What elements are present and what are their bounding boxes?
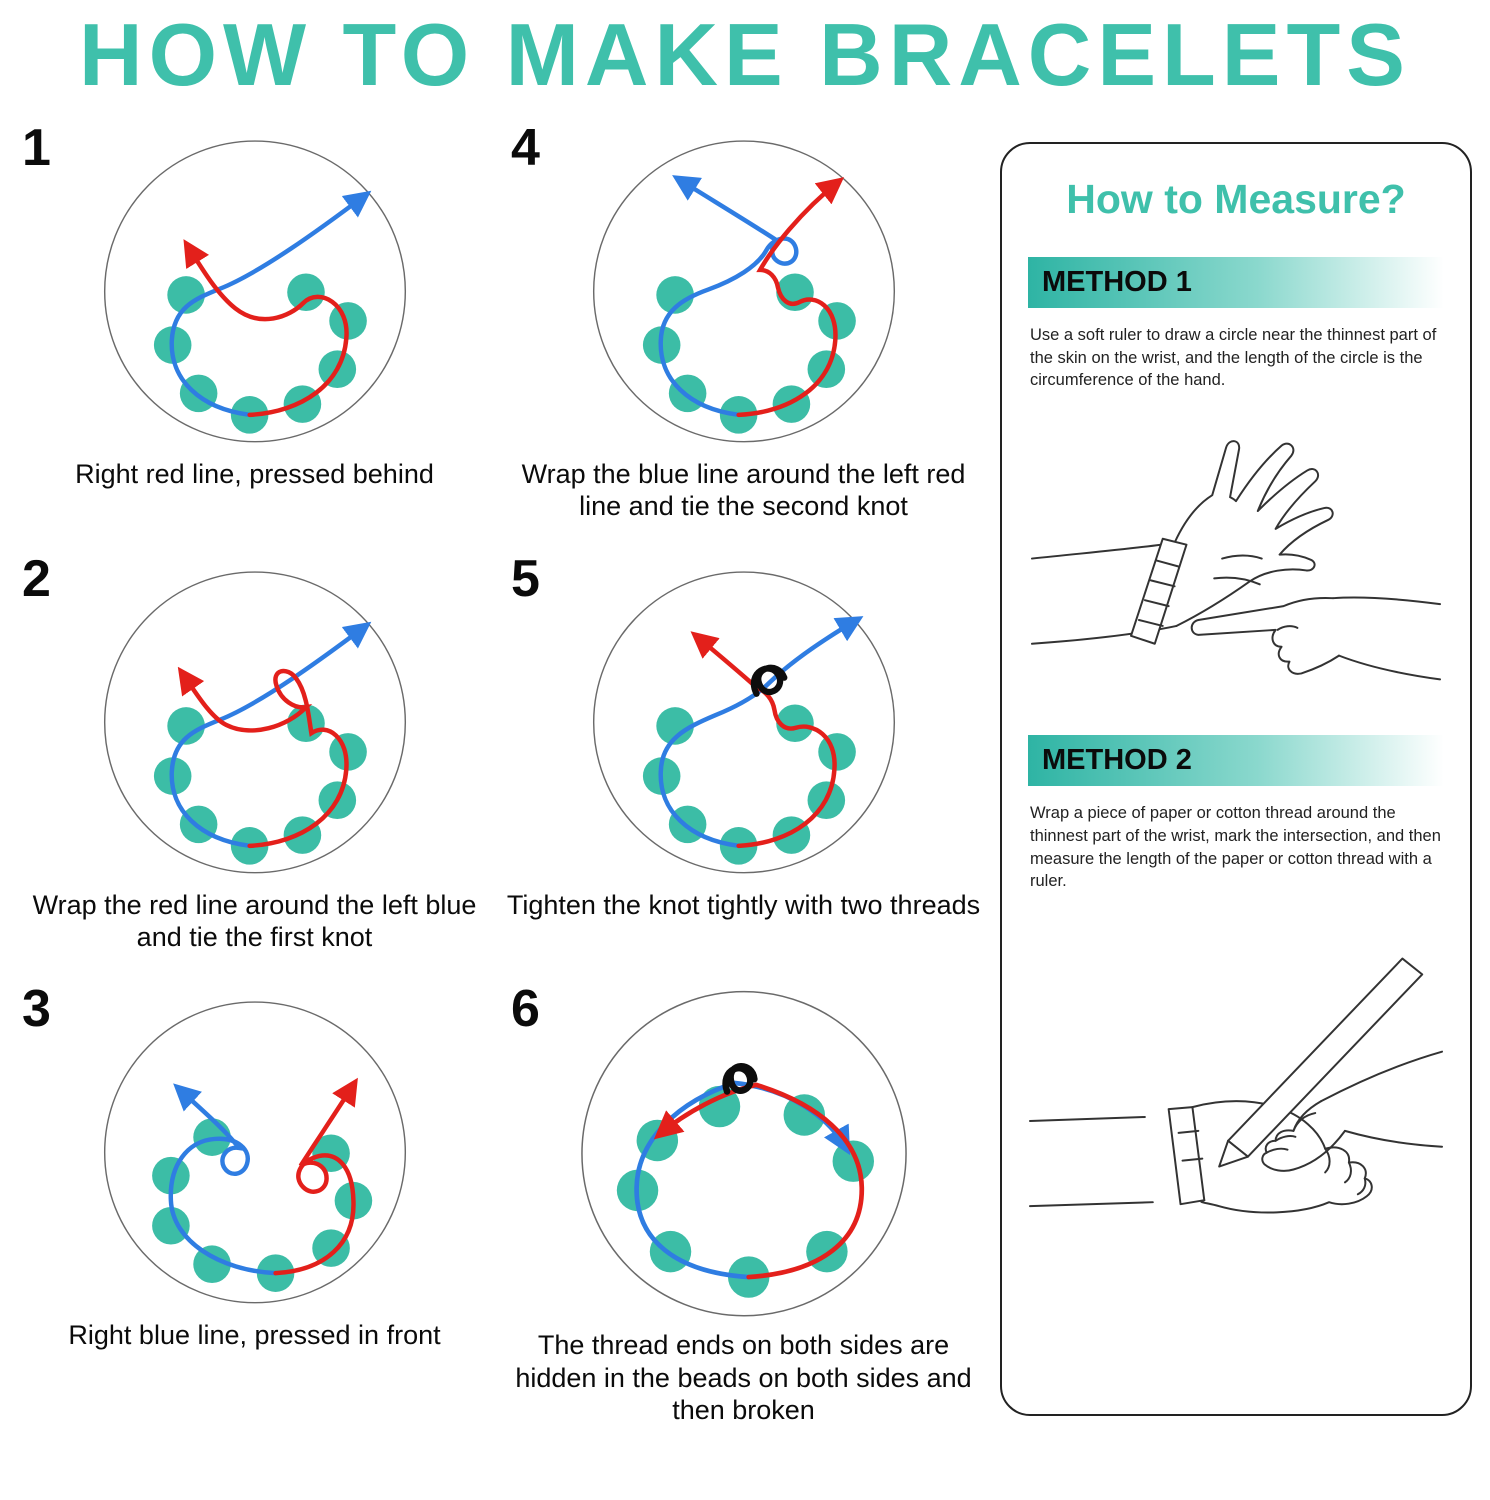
left-arm-lower xyxy=(1030,624,1178,645)
page-title: HOW TO MAKE BRACELETS xyxy=(79,5,1411,104)
right-arm xyxy=(1332,596,1442,606)
knuckle-line xyxy=(1276,625,1299,631)
measure-panel: How to Measure? METHOD 1 Use a soft rule… xyxy=(1000,141,1472,1417)
method-2-header: METHOD 2 xyxy=(1028,735,1444,787)
red-thread xyxy=(177,666,349,848)
method-1-header: METHOD 1 xyxy=(1028,256,1444,308)
step-4-number: 4 xyxy=(511,118,540,177)
left-arm xyxy=(1028,1116,1146,1123)
blue-thread xyxy=(658,615,863,848)
blue-thread xyxy=(168,1083,278,1276)
step-3-diagram xyxy=(103,1001,406,1304)
method-2-illustration xyxy=(1028,957,1444,1214)
step-2-caption: Wrap the red line around the left blue a… xyxy=(32,889,477,952)
palm-line-2 xyxy=(1213,576,1261,586)
step-circle-outline xyxy=(103,1001,406,1304)
tape-tick xyxy=(1155,559,1180,568)
step-4: 4 Wrap the blue lin xyxy=(499,106,988,531)
step-2: 2 Wrap the red line xyxy=(10,537,499,962)
step-4-caption: Wrap the blue line around the left red l… xyxy=(521,458,966,522)
measure-panel-title: How to Measure? xyxy=(1066,175,1406,222)
finger-line xyxy=(1265,1147,1289,1154)
beads xyxy=(153,273,367,434)
step-6-diagram xyxy=(580,991,907,1317)
step-6-caption: The thread ends on both sides are hidden… xyxy=(515,1330,972,1426)
thumb-line xyxy=(1292,1112,1317,1133)
red-thread xyxy=(182,238,349,417)
step-1: 1 Right red line, p xyxy=(10,106,499,531)
right-arm-lower xyxy=(1343,1130,1444,1148)
method-1-illustration xyxy=(1030,440,1442,681)
right-arm-lower xyxy=(1338,654,1442,681)
beads xyxy=(616,1086,874,1299)
finger-curl xyxy=(1343,1161,1352,1184)
step-1-number: 1 xyxy=(22,118,51,177)
step-circle-outline xyxy=(103,140,406,443)
blue-thread xyxy=(169,190,371,417)
content: 1 Right red line, p xyxy=(0,102,1490,1435)
step-3-number: 3 xyxy=(22,980,51,1039)
pen xyxy=(1227,957,1424,1158)
step-6-number: 6 xyxy=(511,980,540,1039)
strip-tick xyxy=(1177,1130,1200,1135)
step-1-diagram xyxy=(103,140,406,443)
step-circle-outline xyxy=(592,570,895,873)
knot xyxy=(721,1063,758,1096)
step-5-caption: Tighten the knot tightly with two thread… xyxy=(506,889,981,920)
step-circle-outline xyxy=(103,570,406,873)
finger-line xyxy=(1274,1135,1297,1143)
method-2-text: Wrap a piece of paper or cotton thread a… xyxy=(1030,804,1441,891)
left-arm-lower xyxy=(1028,1201,1154,1208)
open-hand xyxy=(1173,440,1334,627)
strip-tick xyxy=(1181,1157,1204,1162)
red-thread xyxy=(735,176,844,417)
pointing-hand xyxy=(1190,597,1340,675)
right-arm xyxy=(1320,1050,1444,1103)
tape-tick xyxy=(1137,619,1164,627)
knot xyxy=(750,664,787,697)
tape-tick xyxy=(1149,579,1176,588)
step-5: 5 Tighte xyxy=(499,537,988,962)
beads xyxy=(151,1118,372,1293)
paper-strip xyxy=(1167,1106,1206,1206)
measuring-tape xyxy=(1130,537,1188,645)
left-arm xyxy=(1030,541,1176,560)
steps-grid: 1 Right red line, p xyxy=(10,106,988,1435)
blue-thread xyxy=(169,621,371,848)
step-3-caption: Right blue line, pressed in front xyxy=(68,1320,441,1351)
finger-curl xyxy=(1356,1177,1367,1196)
beads xyxy=(642,704,856,865)
method-1-text: Use a soft ruler to draw a circle near t… xyxy=(1030,325,1437,390)
step-circle-outline xyxy=(580,991,907,1317)
step-2-number: 2 xyxy=(22,549,51,608)
step-2-diagram xyxy=(103,570,406,873)
red-thread xyxy=(653,1082,864,1280)
step-5-diagram xyxy=(592,570,895,873)
palm-line xyxy=(1221,554,1263,560)
step-5-number: 5 xyxy=(511,549,540,608)
step-3: 3 Right blue line, xyxy=(10,967,499,1434)
pen-tip xyxy=(1218,1140,1249,1168)
step-circle-outline xyxy=(592,140,895,443)
tape-tick xyxy=(1143,599,1170,608)
step-6: 6 The th xyxy=(499,967,988,1434)
step-4-diagram xyxy=(592,140,895,443)
step-1-caption: Right red line, pressed behind xyxy=(75,458,434,489)
beads xyxy=(642,273,856,434)
red-thread xyxy=(272,1078,358,1276)
